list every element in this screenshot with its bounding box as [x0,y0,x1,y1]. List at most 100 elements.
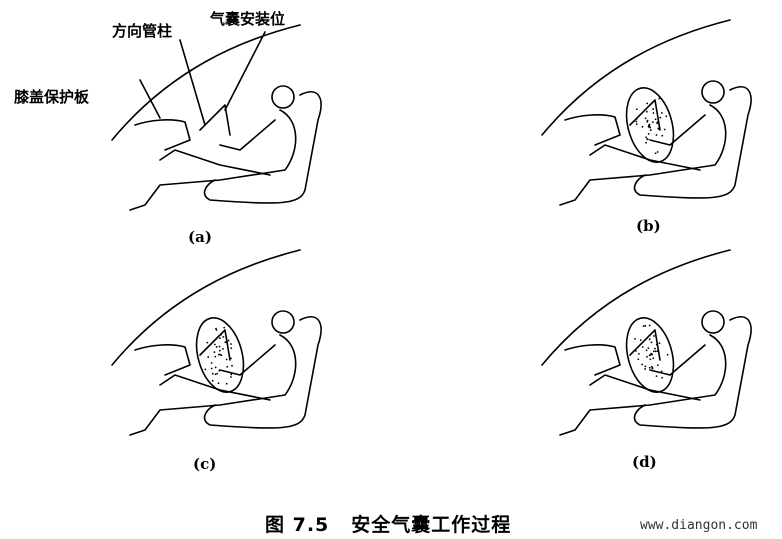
airbag-texture-dot [649,338,651,340]
airbag-texture-dot [647,139,649,141]
airbag-texture-dot [653,335,655,337]
airbag-texture-dot [211,368,213,370]
airbag-texture-dot [648,133,650,135]
airbag-texture-dot [647,347,649,349]
airbag-texture-dot [649,359,651,361]
airbag-texture-dot [652,368,654,370]
airbag-texture-dot [646,349,648,351]
airbag-texture-dot [219,337,221,339]
panel-b-label: (b) [636,217,661,235]
airbag-texture-dot [214,356,216,358]
airbag-texture-dot [218,370,220,372]
airbag-texture-dot [653,112,655,114]
airbag-texture-dot [230,358,232,360]
airbag-texture-dot [218,382,220,384]
airbag-texture-dot [659,342,661,344]
airbag-texture-dot [656,344,658,346]
airbag-texture-dot [635,350,637,352]
airbag-texture-dot [658,98,660,100]
driver-head [272,311,294,333]
airbag-texture-dot [637,358,639,360]
airbag-texture-dot [222,336,224,338]
airbag-texture-dot [218,354,220,356]
knee-bolster [135,345,190,375]
airbag-texture-dot [649,325,651,327]
driver-head [702,311,724,333]
driver-head [702,81,724,103]
airbag-texture-dot [655,118,657,120]
airbag-texture-dot [214,351,216,353]
airbag-texture-dot [230,347,232,349]
panel-d [542,250,751,435]
airbag-texture-dot [212,380,214,382]
airbag-texture-dot [638,353,640,355]
airbag-texture-dot [667,354,669,356]
airbag-texture-dot [652,121,654,123]
airbag-texture-dot [215,367,217,369]
airbag-texture-dot [652,108,654,110]
airbag-texture-dot [223,327,225,329]
airbag-texture-dot [646,111,648,113]
airbag-texture-dot [230,343,232,345]
airbag-texture-dot [649,127,651,129]
steering-column [630,330,660,360]
airbag-texture-dot [651,354,653,356]
airbag-texture-dot [657,364,659,366]
airbag-texture-dot [644,368,646,370]
driver-thigh [160,150,270,175]
airbag-texture-dot [220,334,222,336]
label-knee-bolster: 膝盖保护板 [14,86,89,107]
airbag-texture-dot [661,135,663,137]
airbag-texture-dot [226,383,228,385]
airbag-texture-dot [646,121,648,123]
airbag-texture-dot [215,373,217,375]
airbag-texture-dot [204,369,206,371]
airbag-texture-dot [231,365,233,367]
airbag-texture-dot [226,359,228,361]
airbag-texture-dot [636,108,638,110]
airbag-texture-dot [216,346,218,348]
knee-bolster [565,115,620,145]
airbag-texture-dot [649,354,651,356]
panel-a [112,25,321,210]
airbag-texture-dot [650,129,652,131]
airbag-texture-dot [651,366,653,368]
airbag-texture-dot [643,325,645,327]
airbag-texture-dot [659,117,661,119]
airbag-texture-dot [207,356,209,358]
airbag-texture-dot [657,121,659,123]
panel-d-label: (d) [632,453,657,471]
airbag-texture-dot [655,350,657,352]
airbag-texture-dot [215,328,217,330]
knee-bolster [135,120,190,150]
airbag-texture-dot [219,346,221,348]
airbag-texture-dot [222,348,224,350]
airbag-texture-dot [219,350,221,352]
airbag-texture-dot [214,344,216,346]
knee-bolster [565,345,620,375]
airbag-texture-dot [652,357,654,359]
label-steering-column: 方向管柱 [112,20,172,41]
airbag-texture-dot [657,151,659,153]
airbag-texture-dot [636,118,638,120]
airbag-texture-dot [661,112,663,114]
airbag-texture-dot [635,121,637,123]
driver-body-leg [130,110,296,210]
airbag-texture-dot [644,365,646,367]
airbag-texture-dot [228,340,230,342]
airbag-texture-dot [207,342,209,344]
panel-c-label: (c) [193,455,216,473]
airbag-texture-dot [636,123,638,125]
airbag-texture-dot [657,350,659,352]
airbag-texture-dot [665,115,667,117]
knee-bolster-leader-line [140,80,160,118]
steering-column-leader-line [180,40,205,125]
airbag-texture-dot [641,364,643,366]
airbag-texture-dot [216,373,218,375]
airbag-texture-dot [645,136,647,138]
airbag-texture-dot [646,356,648,358]
airbag-texture-dot [226,366,228,368]
steering-column [630,100,660,130]
airbag-texture-dot [642,126,644,128]
airbag-texture-dot [649,367,651,369]
